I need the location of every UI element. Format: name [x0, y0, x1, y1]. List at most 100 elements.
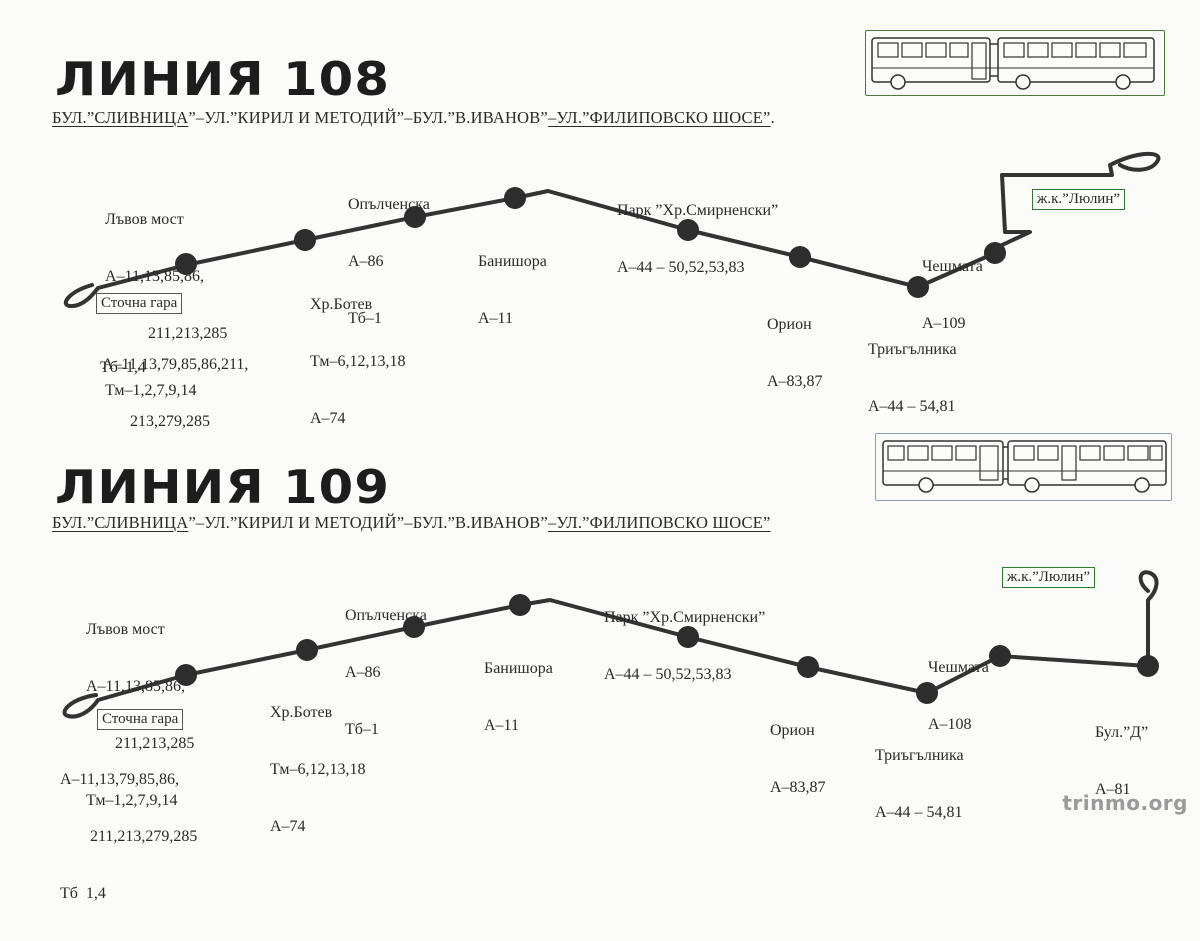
street-filipovsko: –УЛ.”ФИЛИПОВСКО ШОСЕ”: [547, 513, 771, 532]
stop-info: А–86: [345, 664, 381, 681]
articulated-bus-icon: [882, 440, 1167, 493]
articulated-bus-icon: [871, 37, 1155, 90]
stop-info: Тм–6,12,13,18: [310, 353, 406, 370]
stop-markers: [175, 594, 1159, 704]
line-108-section: ЛИНИЯ 108 БУЛ.”СЛИВНИЦА”–УЛ.”КИРИЛ И МЕТ…: [0, 0, 1200, 430]
stop-triagalnika: Триъгълника А–44 – 54,81: [875, 708, 964, 860]
watermark: trinmo.org: [1062, 791, 1188, 815]
stop-info: 211,213,285: [115, 735, 195, 752]
stop-stochna-trolley: Тб–1,4: [100, 359, 146, 376]
stop-triagalnika: Триъгълника А–44 – 54,81: [868, 302, 957, 454]
stop-dot-botev: [296, 639, 318, 661]
line-109-streets: БУЛ.”СЛИВНИЦА”–УЛ.”КИРИЛ И МЕТОДИЙ”–БУЛ.…: [52, 513, 771, 533]
stop-info: Тм–1,2,7,9,14: [86, 792, 178, 809]
line-108-route: [63, 151, 1161, 309]
stop-dot-triagalnika: [916, 682, 938, 704]
stop-name: Орион: [767, 316, 812, 333]
line-109-route: [62, 570, 1159, 719]
terminus-lyulin: ж.к.”Люлин”: [1002, 567, 1096, 588]
stop-lvov-most: Лъвов мост А–11,13,85,86, 211,213,285 Тм…: [86, 582, 194, 848]
stop-dot-opalchenska: [403, 616, 425, 638]
stop-info: А–11: [484, 717, 519, 734]
stop-info: А–44 – 54,81: [875, 804, 963, 821]
stop-info: А–83,87: [767, 373, 823, 390]
stop-dot-orion: [789, 246, 811, 268]
stop-lvov-most: Лъвов мост А–11,13,85,86, 211,213,285 Тм…: [105, 172, 227, 438]
stop-cheshmata: Чешмата А–109: [922, 219, 983, 371]
stop-dot-cheshmata: [984, 242, 1006, 264]
stop-park-smirnenski: Парк ”Хр.Смирненски” А–44 – 50,52,53,83: [617, 163, 778, 315]
stop-name: Хр.Ботев: [270, 704, 333, 721]
stop-info: Тм–1,2,7,9,14: [105, 382, 197, 399]
stop-info: 213,279,285: [130, 413, 210, 430]
stop-stochna-gara: А–11,13,79,85,86,211, 213,279,285: [102, 317, 248, 469]
stop-dot-orion: [797, 656, 819, 678]
stop-banishora: Банишора А–11: [478, 214, 547, 366]
stop-opalchenska: Опълченска А–86 Тб–1: [345, 568, 427, 777]
stop-name: Орион: [770, 722, 815, 739]
stop-info: А–44 – 50,52,53,83: [617, 259, 745, 276]
stop-info: А–81: [1095, 781, 1131, 798]
route-line: [63, 151, 1161, 309]
stop-info: Тм–6,12,13,18: [270, 761, 366, 778]
terminus-lyulin: ж.к.”Люлин”: [1032, 189, 1126, 210]
stop-name: Парк ”Хр.Смирненски”: [617, 202, 779, 219]
stop-name: Лъвов мост: [105, 211, 184, 228]
stop-dot-lvov: [175, 253, 197, 275]
stop-info: А–86: [348, 253, 384, 270]
line-108-streets: БУЛ.”СЛИВНИЦА”–УЛ.”КИРИЛ И МЕТОДИЙ”–БУЛ.…: [52, 108, 775, 128]
stop-info: А–108: [928, 716, 972, 733]
stop-info: А–83,87: [770, 779, 826, 796]
stop-dot-banishora: [504, 187, 526, 209]
stop-info: А–11,13,85,86,: [105, 268, 204, 285]
stop-markers: [175, 187, 1006, 298]
stop-name: Чешмата: [922, 258, 983, 275]
street-middle: ”–УЛ.”КИРИЛ И МЕТОДИЙ”–БУЛ.”В.ИВАНОВ”: [188, 108, 548, 127]
stop-info: А–11: [478, 310, 513, 327]
stop-dot-banishora: [509, 594, 531, 616]
stop-dot-botev: [294, 229, 316, 251]
stop-cheshmata: Чешмата А–108: [928, 620, 989, 772]
stop-name: Хр.Ботев: [310, 296, 373, 313]
street-slivnitsa: БУЛ.”СЛИВНИЦА: [52, 513, 189, 532]
stop-dot-opalchenska: [404, 206, 426, 228]
line-109-title: ЛИНИЯ 109: [55, 460, 390, 514]
stop-name: Лъвов мост: [86, 621, 165, 638]
stop-stochna-gara-name: Сточна гара: [97, 709, 184, 730]
stop-bul-d: Бул.”Д” А–81: [1095, 685, 1148, 837]
stop-park-smirnenski: Парк ”Хр.Смирненски” А–44 – 50,52,53,83: [604, 570, 765, 722]
route-line: [62, 570, 1159, 719]
stop-info: А–11,13,79,85,86,211,: [102, 356, 249, 373]
bus-frame: [865, 30, 1165, 96]
stop-name: Парк ”Хр.Смирненски”: [604, 609, 766, 626]
stop-info: А–74: [270, 818, 306, 835]
stop-info: 211,213,285: [148, 325, 228, 342]
stop-info: Тб–1: [345, 721, 379, 738]
stop-info: А–11,13,79,85,86,: [60, 771, 179, 788]
stop-name: Триъгълника: [868, 341, 957, 358]
stop-name: Банишора: [478, 253, 547, 270]
street-slivnitsa: БУЛ.”СЛИВНИЦА: [52, 108, 189, 127]
stop-dot-park: [677, 219, 699, 241]
street-filipovsko: –УЛ.”ФИЛИПОВСКО ШОСЕ”: [547, 108, 771, 127]
stop-name: Опълченска: [345, 607, 427, 624]
stop-orion: Орион А–83,87: [767, 277, 823, 429]
stop-name: Триъгълника: [875, 747, 964, 764]
stop-orion: Орион А–83,87: [770, 683, 826, 835]
bus-frame: [875, 433, 1172, 501]
street-end: .: [770, 108, 775, 127]
line-109-section: ЛИНИЯ 109 БУЛ.”СЛИВНИЦА”–УЛ.”КИРИЛ И МЕТ…: [0, 415, 1200, 902]
stop-dot-park: [677, 626, 699, 648]
street-middle: ”–УЛ.”КИРИЛ И МЕТОДИЙ”–БУЛ.”В.ИВАНОВ”: [188, 513, 548, 532]
stop-name: Банишора: [484, 660, 553, 677]
stop-info: А–74: [310, 410, 346, 427]
stop-dot-triagalnika: [907, 276, 929, 298]
line-108-title: ЛИНИЯ 108: [55, 52, 390, 106]
stop-dot-lvov: [175, 664, 197, 686]
stop-opalchenska: Опълченска А–86 Тб–1: [348, 157, 430, 366]
stop-dot-cheshmata: [989, 645, 1011, 667]
stop-name: Чешмата: [928, 659, 989, 676]
stop-name: Бул.”Д”: [1095, 724, 1149, 741]
stop-info: Тб–1: [348, 310, 382, 327]
stop-info: Тб 1,4: [60, 885, 106, 902]
